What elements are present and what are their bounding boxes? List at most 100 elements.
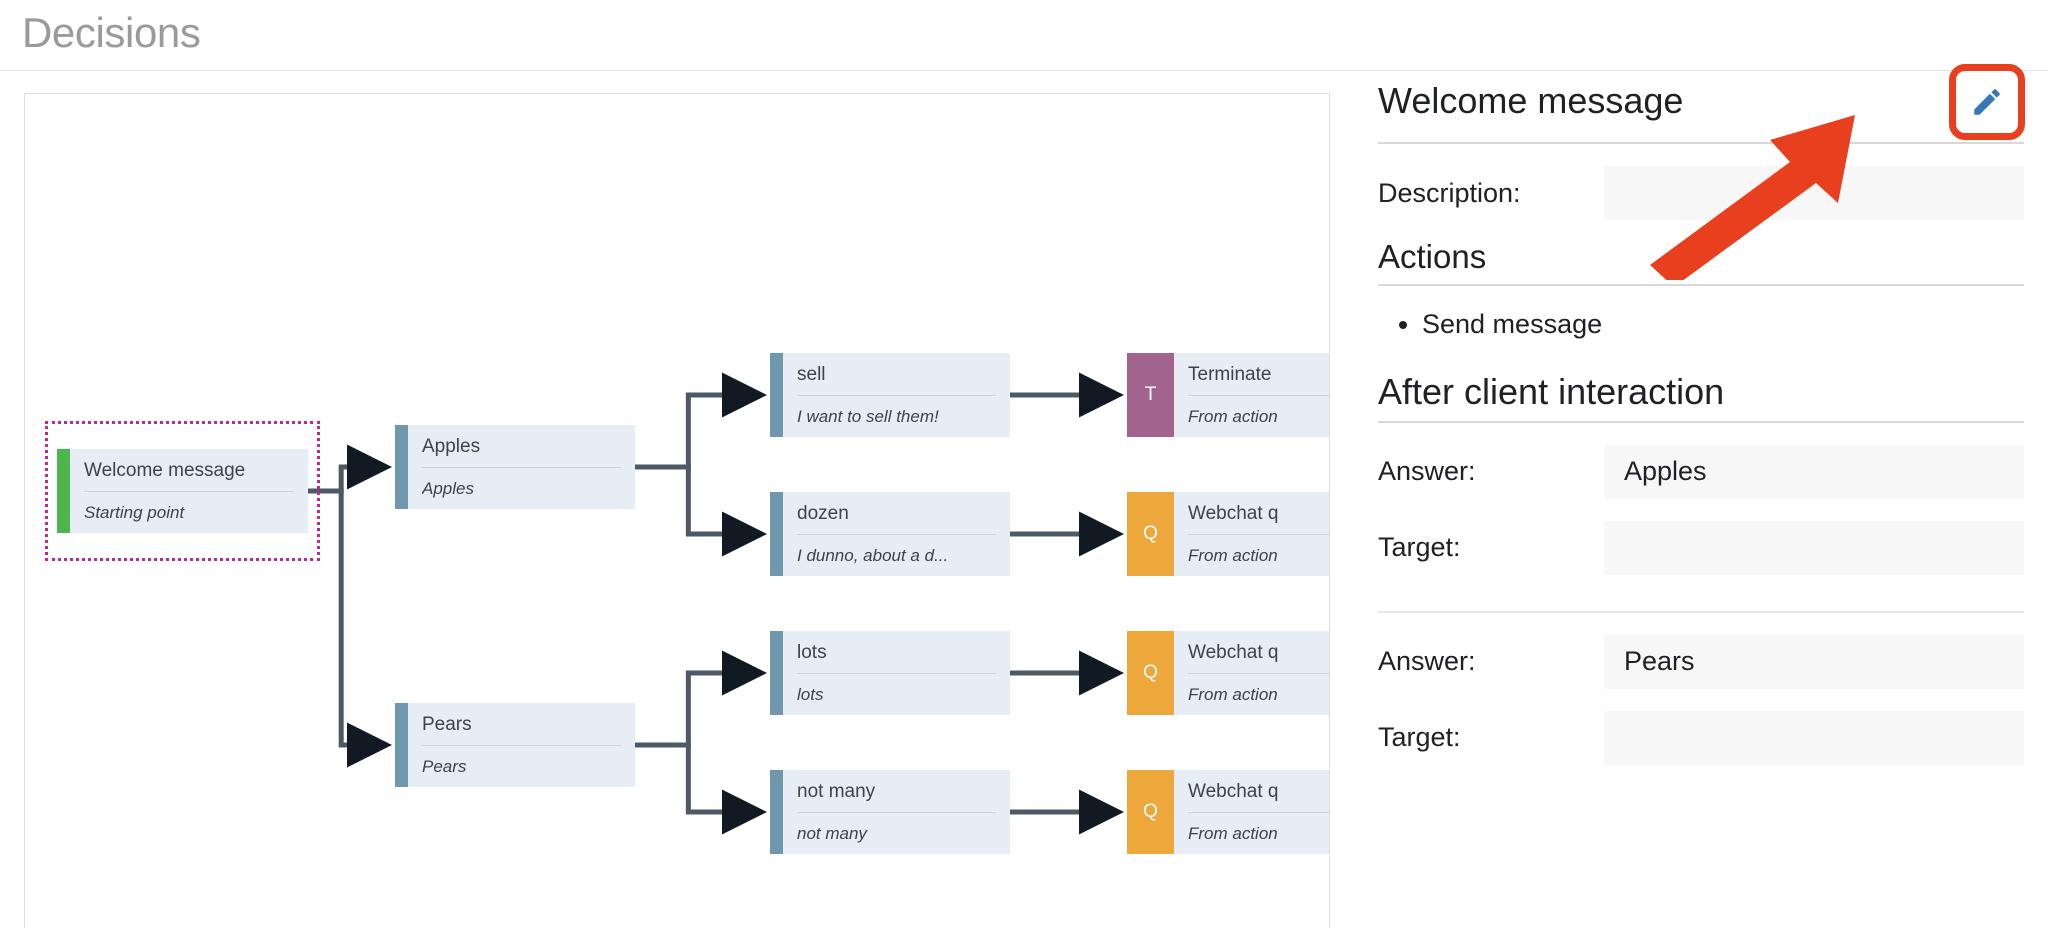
node-divider <box>422 744 621 746</box>
question-badge: Q <box>1127 770 1174 854</box>
node-body: dozen I dunno, about a d... <box>783 492 1010 576</box>
flow-node[interactable]: sell I want to sell them! <box>770 353 1010 437</box>
connector <box>635 742 767 835</box>
panel-title-divider <box>1378 142 2024 144</box>
node-divider <box>84 490 294 492</box>
target-row: Target: <box>1378 710 2024 765</box>
node-subtitle: lots <box>797 684 824 704</box>
terminate-badge: T <box>1127 353 1174 437</box>
flow-node[interactable]: lots lots <box>770 631 1010 715</box>
node-selection-outline <box>45 421 320 561</box>
answer-row: Answer: Apples <box>1378 444 2024 499</box>
node-title: Apples <box>422 435 481 457</box>
flow-node[interactable]: dozen I dunno, about a d... <box>770 492 1010 576</box>
node-subtitle: From action <box>1188 545 1278 565</box>
target-label: Target: <box>1378 532 1461 562</box>
action-item[interactable]: Send message <box>1422 304 2024 345</box>
answer-label: Answer: <box>1378 456 1476 486</box>
node-body: sell I want to sell them! <box>783 353 1010 437</box>
node-accent-bar <box>395 425 408 509</box>
node-subtitle: Starting point <box>84 502 185 522</box>
connector <box>635 464 767 557</box>
answer-group-separator <box>1378 610 2024 613</box>
node-title: Terminate <box>1188 363 1272 385</box>
node-accent-bar <box>57 449 70 533</box>
edit-button[interactable] <box>1956 71 2018 133</box>
target-value[interactable] <box>1604 710 2024 765</box>
node-divider <box>797 394 996 396</box>
actions-list: Send message <box>1378 304 2024 345</box>
node-divider <box>422 466 621 468</box>
node-body: lots lots <box>783 631 1010 715</box>
page-title: Decisions <box>22 9 201 56</box>
description-label: Description: <box>1378 177 1521 208</box>
answer-value[interactable]: Apples <box>1604 444 2024 499</box>
node-title: Webchat q <box>1188 641 1279 663</box>
panel-title: Welcome message <box>1378 80 1684 121</box>
node-accent-bar <box>770 631 783 715</box>
actions-heading: Actions <box>1378 238 1487 275</box>
node-title: Webchat q <box>1188 780 1279 802</box>
node-divider <box>1188 672 1329 674</box>
node-title: Webchat q <box>1188 502 1279 524</box>
flow-node[interactable]: Q Webchat q From action <box>1127 770 1329 854</box>
connector <box>635 650 767 748</box>
node-accent-bar <box>770 353 783 437</box>
answer-row: Answer: Pears <box>1378 634 2024 689</box>
panel-header: Welcome message <box>1378 64 2025 142</box>
node-subtitle: Pears <box>422 756 467 776</box>
node-subtitle: From action <box>1188 406 1278 426</box>
node-title: not many <box>797 780 876 802</box>
connector <box>635 372 767 470</box>
node-title: dozen <box>797 502 849 524</box>
pencil-icon <box>1974 89 2000 115</box>
target-value[interactable] <box>1604 520 2024 575</box>
node-subtitle: I want to sell them! <box>797 406 939 426</box>
connector <box>308 488 392 768</box>
answer-value[interactable]: Pears <box>1604 634 2024 689</box>
node-accent-bar <box>395 703 408 787</box>
node-divider <box>1188 394 1329 396</box>
after-interaction-heading: After client interaction <box>1378 370 1725 412</box>
node-accent-bar <box>770 492 783 576</box>
target-label: Target: <box>1378 722 1461 752</box>
node-title: Welcome message <box>84 459 246 481</box>
node-accent-bar <box>770 770 783 854</box>
node-subtitle: I dunno, about a d... <box>797 545 949 565</box>
actions-divider <box>1378 284 2024 286</box>
node-divider <box>797 533 996 535</box>
node-body: Webchat q From action <box>1174 770 1329 854</box>
description-row: Description: <box>1378 166 2024 220</box>
target-row: Target: <box>1378 520 2024 575</box>
node-divider <box>1188 811 1329 813</box>
node-title: lots <box>797 641 827 663</box>
node-subtitle: From action <box>1188 823 1278 843</box>
detail-panel: Welcome message Description: Actions Sen… <box>1378 64 2025 928</box>
node-body: Webchat q From action <box>1174 492 1329 576</box>
flow-node[interactable]: Q Webchat q From action <box>1127 492 1329 576</box>
connector-lines <box>308 372 1124 835</box>
question-badge: Q <box>1127 492 1174 576</box>
after-interaction-divider <box>1378 420 2024 423</box>
description-value[interactable] <box>1604 166 2024 220</box>
node-title: sell <box>797 363 826 385</box>
node-divider <box>1188 533 1329 535</box>
node-divider <box>797 811 996 813</box>
node-subtitle: Apples <box>422 478 474 498</box>
answer-label: Answer: <box>1378 646 1476 676</box>
